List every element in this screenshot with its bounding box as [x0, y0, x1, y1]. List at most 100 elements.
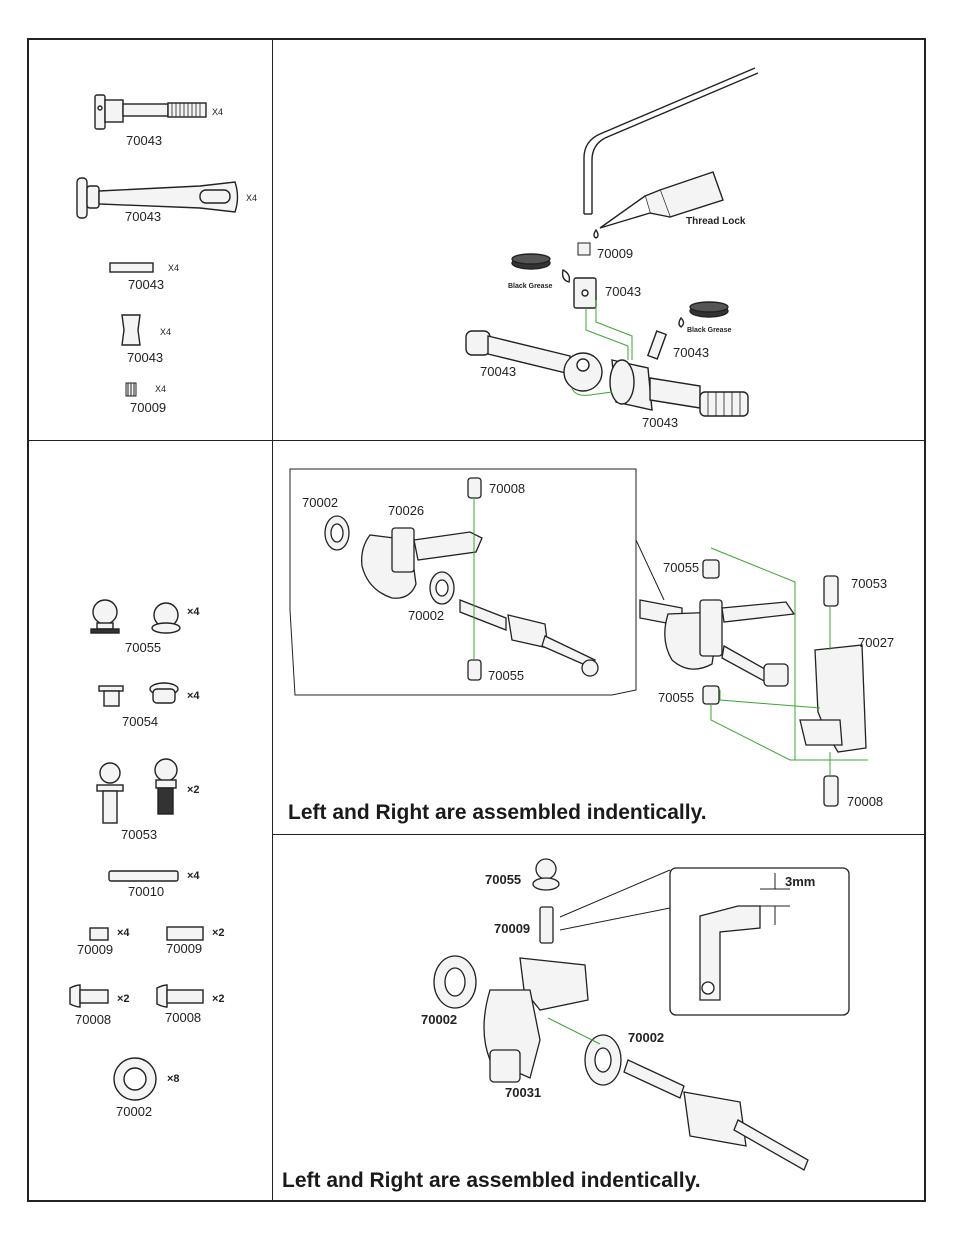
assembly-part-code: 70043 [480, 364, 517, 379]
ball-stud-part-2 [151, 602, 181, 634]
ball-stud-a [702, 559, 720, 579]
sleeve-part [121, 314, 141, 346]
drive-cup-part [94, 94, 207, 130]
qty-label: ×4 [187, 606, 200, 618]
assembly-part-code: 70055 [485, 872, 522, 887]
part-code: 70043 [126, 133, 163, 148]
part-code: 70043 [128, 277, 165, 292]
button-screw-short [69, 984, 109, 1008]
thread-lock-label: Thread Lock [686, 216, 746, 227]
ball-stud-part-1 [90, 599, 120, 634]
axle-cup [609, 359, 749, 417]
qty-label: ×8 [167, 1073, 180, 1085]
qty-label: X4 [155, 384, 167, 394]
part-code: 70054 [122, 714, 159, 729]
bearing-p3-right [584, 1034, 622, 1086]
assembly-part-code: 70053 [851, 576, 888, 591]
part-code: 70008 [165, 1010, 202, 1025]
axle-stub [721, 644, 789, 687]
part-code: 70043 [125, 209, 162, 224]
qty-label: ×4 [187, 870, 200, 882]
qty-label: X4 [246, 193, 258, 203]
drive-axle-p3 [623, 1059, 809, 1171]
grease-label: Black Grease [508, 283, 553, 290]
qty-label: ×2 [212, 993, 225, 1005]
thread-lock-bottle [593, 171, 724, 239]
row-divider-1 [29, 440, 925, 441]
bushing-part-2 [149, 682, 179, 704]
assembly-part-code: 70008 [489, 481, 526, 496]
assembly-part-code: 70009 [494, 921, 531, 936]
set-screw-short [89, 927, 109, 941]
ball-stud-part-3 [96, 762, 124, 824]
grub-screw [577, 242, 591, 256]
assembly-part-code: 70031 [505, 1085, 542, 1100]
guide-lines-3 [547, 1017, 601, 1045]
dogbone-part [76, 177, 239, 219]
assembly-part-code: 70043 [642, 415, 679, 430]
assembly-part-code: 70043 [673, 345, 710, 360]
assembly-part-code: 70002 [408, 608, 445, 623]
grease-tin-1 [511, 253, 571, 283]
part-code: 70009 [166, 941, 203, 956]
assembly-part-code: 70009 [597, 246, 634, 261]
long-pin-part [108, 870, 179, 882]
assembly-part-code: 70027 [858, 635, 895, 650]
hex-wrench [583, 67, 759, 215]
button-screw-long [156, 984, 204, 1008]
guide-lines-1 [571, 300, 633, 396]
assembly-heading: Left and Right are assembled indenticall… [288, 801, 707, 824]
c-hub [799, 644, 867, 753]
ball-stud-p3 [532, 858, 560, 891]
callout-box [289, 468, 637, 696]
set-screw-p3 [539, 906, 554, 944]
bearing-part [113, 1057, 157, 1101]
ball-stud-b [702, 685, 720, 705]
assembly-part-code: 70026 [388, 503, 425, 518]
bearing-middle [429, 571, 455, 605]
row-divider-2 [272, 834, 925, 835]
qty-label: X4 [168, 263, 180, 273]
assembly-part-code: 70002 [628, 1030, 665, 1045]
assembly-part-code: 70043 [605, 284, 642, 299]
assembly-part-code: 70002 [421, 1012, 458, 1027]
cross-pin [646, 330, 668, 360]
part-code: 70043 [127, 350, 164, 365]
ball-stud-part-4 [154, 758, 178, 815]
steering-knuckle [639, 599, 796, 670]
detail-box-p3 [669, 867, 850, 1016]
part-code: 70053 [121, 827, 158, 842]
bearing-left [324, 515, 350, 551]
assembly-heading: Left and Right are assembled indenticall… [282, 1169, 701, 1192]
assembly-part-code: 70002 [302, 495, 339, 510]
part-code: 70009 [77, 942, 114, 957]
assembly-part-code: 70055 [488, 668, 525, 683]
screw-c [823, 775, 839, 807]
assembly-part-code: 70055 [663, 560, 700, 575]
hub-p3 [483, 957, 589, 1083]
page-frame [27, 38, 926, 1202]
qty-label: ×4 [187, 690, 200, 702]
bushing-part-1 [98, 685, 124, 707]
qty-label: X4 [212, 107, 224, 117]
ball-stud-bottom [467, 659, 482, 681]
qty-label: ×2 [187, 784, 200, 796]
grease-tin-2 [678, 301, 729, 328]
qty-label: ×2 [212, 927, 225, 939]
qty-label: ×4 [117, 927, 130, 939]
part-code: 70002 [116, 1104, 153, 1119]
screw-top [467, 477, 482, 499]
qty-label: X4 [160, 327, 172, 337]
guide-lines-2 [473, 498, 868, 776]
ball-stud-c [823, 575, 839, 607]
part-code: 70010 [128, 884, 165, 899]
grease-label: Black Grease [687, 327, 732, 334]
set-screw-part [125, 382, 137, 397]
drive-axle-small [459, 599, 599, 677]
steering-hub-left [361, 527, 483, 599]
pin-part [109, 262, 154, 273]
bearing-p3-left [433, 955, 477, 1009]
set-screw-long [166, 926, 204, 941]
dimension-label: 3mm [785, 874, 816, 889]
